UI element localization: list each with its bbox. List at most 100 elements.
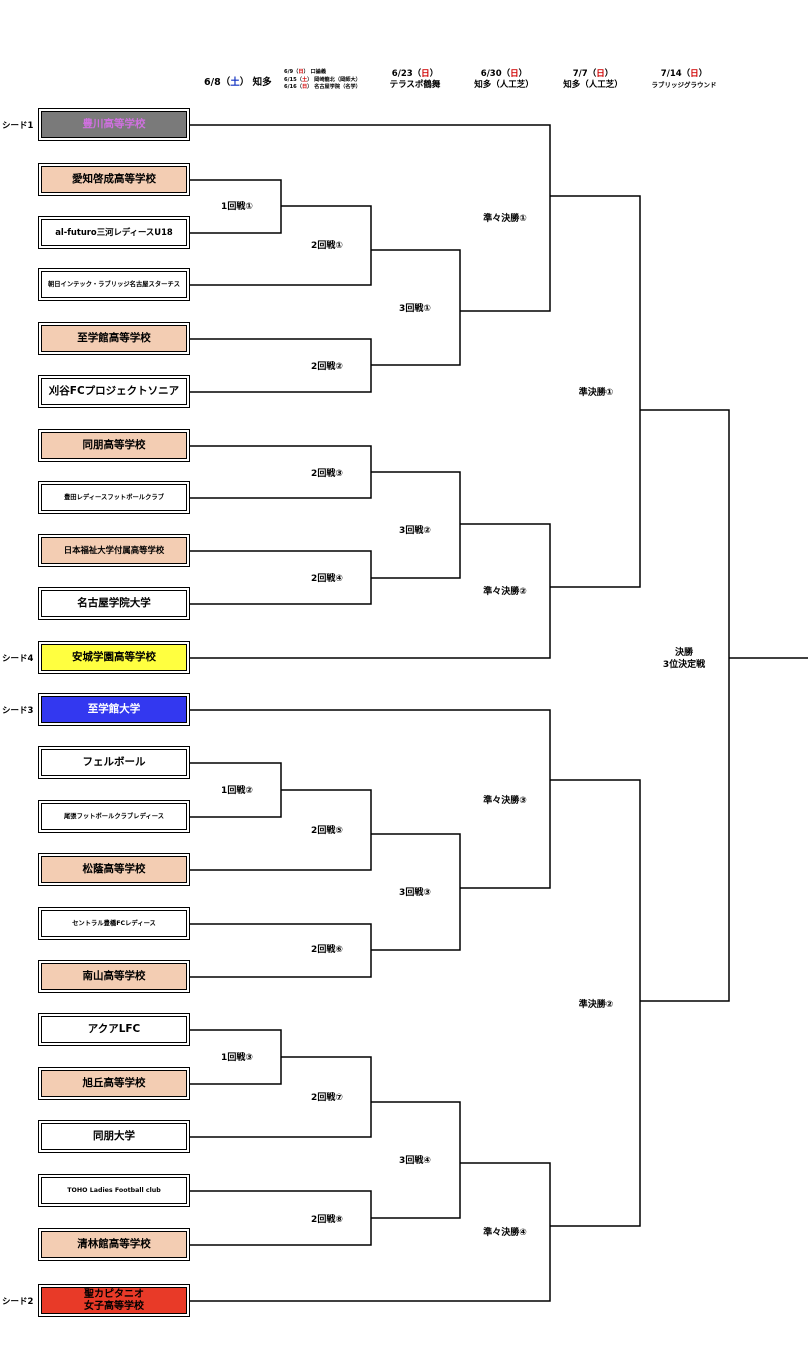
first-round-date: 6/8 bbox=[204, 77, 221, 88]
note-venue: 口論義 bbox=[310, 69, 327, 75]
round-header-close: ） bbox=[429, 69, 439, 79]
team-box: セントラル豊橋FCレディース bbox=[38, 907, 190, 940]
team-box: フェルボール bbox=[38, 746, 190, 779]
team-name: 至学館高等学校 bbox=[41, 325, 187, 352]
bracket-line bbox=[190, 550, 372, 605]
first-round-venue: 知多 bbox=[252, 77, 272, 88]
team-name: 刈谷FCプロジェクトソニア bbox=[41, 378, 187, 405]
seed-label: シード1 bbox=[2, 121, 34, 131]
note-open: （ bbox=[296, 84, 302, 91]
team-box: 至学館大学 bbox=[38, 693, 190, 726]
match-label: 3回戦① bbox=[399, 304, 431, 314]
bracket-line bbox=[190, 445, 372, 499]
schedule-note: 6/16（日） 名古屋学院（名学） bbox=[284, 84, 361, 92]
round-header-open: （ bbox=[412, 69, 422, 79]
bracket-line bbox=[190, 1190, 372, 1246]
match-label: 2回戦⑥ bbox=[311, 945, 343, 955]
note-day: 日 bbox=[301, 84, 308, 91]
team-box: 朝日インテック・ラブリッジ名古屋スターチス bbox=[38, 268, 190, 301]
bracket-line bbox=[190, 1162, 551, 1302]
team-box: 安城学園高等学校 bbox=[38, 641, 190, 674]
match-label: 2回戦⑤ bbox=[311, 826, 343, 836]
match-label: 準々決勝② bbox=[483, 587, 527, 597]
team-box: 松蔭高等学校 bbox=[38, 853, 190, 886]
team-box: 聖カピタニオ 女子高等学校 bbox=[38, 1284, 190, 1317]
match-label: 2回戦④ bbox=[311, 574, 343, 584]
round-header-day: 日 bbox=[510, 69, 519, 79]
bracket-line bbox=[190, 709, 551, 889]
match-label: 準々決勝④ bbox=[483, 1228, 527, 1238]
team-box: al-futuro三河レディースU18 bbox=[38, 216, 190, 249]
bracket-line bbox=[190, 124, 551, 312]
team-box: 豊川高等学校 bbox=[38, 108, 190, 141]
team-name: 朝日インテック・ラブリッジ名古屋スターチス bbox=[41, 271, 187, 298]
bracket-line bbox=[190, 789, 372, 871]
first-round-date-header: 6/8（土） 知多 bbox=[204, 74, 272, 88]
note-day: 土 bbox=[301, 76, 308, 83]
team-name: TOHO Ladies Football club bbox=[41, 1177, 187, 1204]
first-round-close-paren: ） bbox=[239, 77, 250, 88]
round-header-venue: 知多（人工芝） bbox=[563, 80, 623, 90]
team-name: 尾張フットボールクラブレディース bbox=[41, 803, 187, 830]
team-name: 愛知啓成高等学校 bbox=[41, 166, 187, 193]
round-header-open: （ bbox=[501, 69, 511, 79]
round-header-venue: ラブリッジグラウンド bbox=[651, 81, 717, 89]
team-name: 清林館高等学校 bbox=[41, 1231, 187, 1258]
note-day: 日 bbox=[298, 69, 304, 75]
match-label: 2回戦① bbox=[311, 241, 343, 251]
round-header-date: 6/23 bbox=[391, 69, 413, 79]
round-header-date: 7/14 bbox=[660, 69, 682, 79]
bracket-line bbox=[640, 409, 730, 1002]
final-label: 決勝 3位決定戦 bbox=[662, 648, 706, 670]
seed-label: シード2 bbox=[2, 1297, 34, 1307]
bracket-line bbox=[190, 923, 372, 978]
team-box: 豊田レディースフットボールクラブ bbox=[38, 481, 190, 514]
team-name: 至学館大学 bbox=[41, 696, 187, 723]
bracket-line bbox=[190, 1056, 372, 1138]
note-open: （ bbox=[296, 76, 302, 83]
first-round-day: 土 bbox=[230, 77, 240, 88]
note-date: 6/15 bbox=[284, 76, 297, 83]
schedule-note: 6/9（日） 口論義 bbox=[284, 69, 361, 77]
round-header-day: 日 bbox=[421, 69, 430, 79]
note-date: 6/9 bbox=[284, 69, 294, 75]
round-header-venue: テラスポ鶴舞 bbox=[389, 80, 441, 90]
team-name: 同朋大学 bbox=[41, 1123, 187, 1150]
round-header-venue: 知多（人工芝） bbox=[474, 80, 534, 90]
team-name: 旭丘高等学校 bbox=[41, 1070, 187, 1097]
round-header-date: 6/30 bbox=[480, 69, 502, 79]
team-name: アクアLFC bbox=[41, 1016, 187, 1043]
team-name: 名古屋学院大学 bbox=[41, 590, 187, 617]
team-box: アクアLFC bbox=[38, 1013, 190, 1046]
team-box: 愛知啓成高等学校 bbox=[38, 163, 190, 196]
team-box: 日本福祉大学付属高等学校 bbox=[38, 534, 190, 567]
bracket-line bbox=[190, 523, 551, 659]
match-label: 2回戦⑦ bbox=[311, 1093, 343, 1103]
team-name: 聖カピタニオ 女子高等学校 bbox=[41, 1287, 187, 1314]
team-box: 尾張フットボールクラブレディース bbox=[38, 800, 190, 833]
team-box: 同朋高等学校 bbox=[38, 429, 190, 462]
seed-label: シード3 bbox=[2, 706, 34, 716]
match-label: 3回戦③ bbox=[399, 888, 431, 898]
team-box: 旭丘高等学校 bbox=[38, 1067, 190, 1100]
team-name: フェルボール bbox=[41, 749, 187, 776]
bracket-line bbox=[371, 249, 461, 366]
round-header-close: ） bbox=[698, 69, 708, 79]
team-name: al-futuro三河レディースU18 bbox=[41, 219, 187, 246]
note-close: ） bbox=[307, 84, 313, 91]
round-header-close: ） bbox=[604, 69, 614, 79]
round-header-day: 日 bbox=[690, 69, 699, 79]
team-name: 豊田レディースフットボールクラブ bbox=[41, 484, 187, 511]
bracket-line bbox=[190, 205, 372, 286]
schedule-note: 6/15（土） 岡崎龍北（岡師大） bbox=[284, 77, 361, 85]
round-date-header: 6/23（日）テラスポ鶴舞 bbox=[390, 69, 441, 91]
team-box: 清林館高等学校 bbox=[38, 1228, 190, 1261]
match-label: 準決勝② bbox=[578, 1000, 614, 1010]
match-label: 1回戦① bbox=[221, 202, 253, 212]
first-round-open-paren: （ bbox=[220, 77, 231, 88]
match-label: 3回戦② bbox=[399, 526, 431, 536]
bracket-line bbox=[371, 1101, 461, 1219]
note-close: ） bbox=[303, 69, 309, 75]
